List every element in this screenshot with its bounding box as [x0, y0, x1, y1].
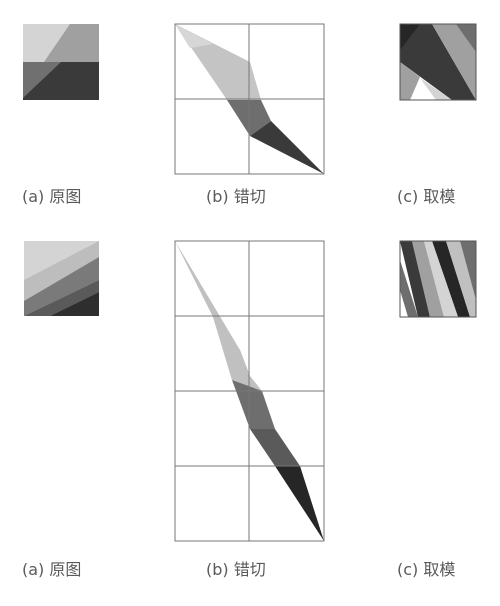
caption-row2-original: (a) 原图 — [22, 560, 82, 579]
row2-sheared-shape — [174, 240, 325, 542]
caption-row1-modulo: (c) 取模 — [397, 187, 456, 206]
caption-row1-shear: (b) 错切 — [206, 187, 266, 206]
row1-sheared-shape — [174, 23, 325, 175]
caption-row1-original: (a) 原图 — [22, 187, 82, 206]
row1-original-square — [23, 24, 99, 100]
row2-original-square — [24, 241, 99, 316]
caption-row2-shear: (b) 错切 — [206, 560, 266, 579]
caption-row2-modulo: (c) 取模 — [397, 560, 456, 579]
row1-modulo-square — [399, 23, 477, 101]
row2-modulo-square — [399, 240, 477, 318]
